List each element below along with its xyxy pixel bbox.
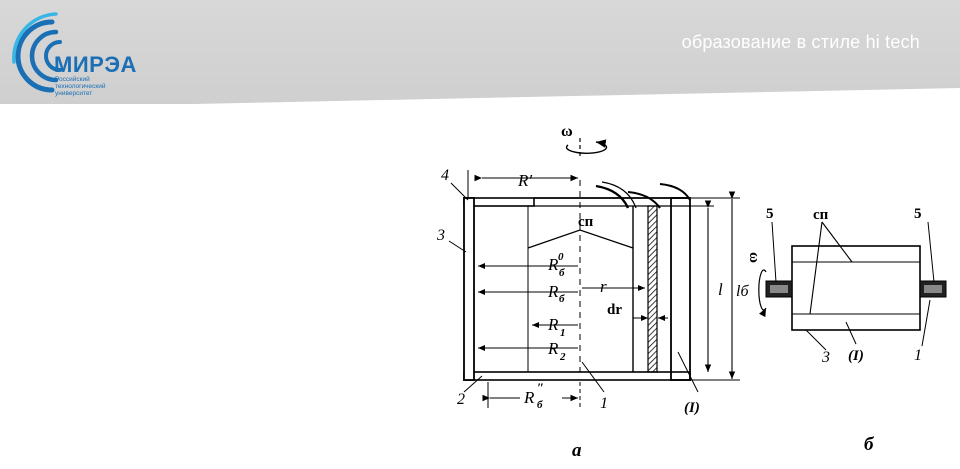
cp-label-b: сп — [813, 207, 829, 223]
omega-label-b: ω — [746, 252, 762, 263]
rb2-sup: ″ — [537, 380, 544, 395]
leader-phase-b — [845, 321, 857, 345]
cp-leader-1 — [821, 221, 853, 263]
dr-label: dr — [607, 302, 622, 318]
rotation-arrow-a — [565, 139, 608, 154]
leader-5-left — [771, 221, 777, 283]
bottom-plate — [463, 371, 691, 381]
cp-leader-2 — [809, 221, 823, 315]
r-b0-sup: 0 — [558, 251, 564, 263]
logo-arcs-icon — [12, 12, 62, 93]
r-label: r — [600, 277, 607, 296]
part-1-label-a: 1 — [600, 395, 608, 412]
logo-line-3: университет — [55, 90, 93, 97]
feed-pipe-2 — [601, 181, 637, 209]
filter-wall — [647, 205, 658, 373]
cp-label-a: сп — [578, 214, 594, 230]
caption-a: а — [572, 440, 582, 461]
shaft-right-core — [924, 285, 942, 293]
r1-label: R — [547, 315, 559, 334]
header-bar — [0, 0, 960, 104]
feed-pipe-1 — [595, 184, 630, 209]
logo-line-1: Российский — [55, 76, 90, 83]
r-b-label: R — [547, 282, 559, 301]
lb-label: lб — [736, 283, 749, 300]
leader-3b — [805, 329, 827, 351]
header-tagline: образование в стиле hi tech — [681, 32, 920, 52]
rb2-label: R — [523, 388, 535, 407]
logo-line-2: технологический — [55, 83, 106, 90]
rotor-body-b — [791, 245, 921, 331]
r-b-sub: б — [559, 293, 565, 305]
outer-wall-right — [670, 197, 691, 381]
part-5-right: 5 — [914, 206, 922, 222]
r1-sub: 1 — [560, 327, 566, 339]
phase-label-a: (I) — [684, 400, 700, 416]
rotation-arrow-b — [758, 269, 767, 318]
diagram-b: ω сп 5 5 3 (I) 1 б — [746, 206, 947, 455]
part-2-label: 2 — [457, 391, 465, 408]
leader-1b — [921, 299, 931, 347]
caption-b: б — [864, 434, 875, 455]
leader-3a — [448, 240, 467, 253]
part-5-left: 5 — [766, 206, 774, 222]
r-prime-label: R′ — [517, 171, 532, 190]
leader-5-right — [927, 221, 935, 283]
part-3-label-a: 3 — [436, 227, 445, 244]
leader-1a — [581, 361, 605, 393]
outer-wall-left — [463, 197, 475, 381]
r-b0-sub: б — [559, 267, 565, 279]
shaft-left-core — [770, 285, 788, 293]
omega-label-a: ω — [561, 123, 573, 140]
rb2-sub: б — [537, 399, 543, 411]
phase-label-b: (I) — [848, 348, 864, 364]
mirea-logo: МИРЭА Российский технологический универс… — [0, 0, 180, 104]
leader-phase-a — [677, 351, 699, 393]
rb2-label-bg — [520, 386, 562, 406]
part-1-label-b: 1 — [914, 347, 922, 364]
diagram-a: ω R′ сп R б 0 — [436, 123, 749, 461]
leader-4 — [450, 182, 469, 201]
r2-label: R — [547, 339, 559, 358]
r-b0-label: R — [547, 255, 559, 274]
part-3-label-b: 3 — [821, 349, 830, 366]
r2-sub: 2 — [559, 351, 566, 363]
l-label: l — [718, 280, 723, 299]
part-4-label: 4 — [441, 167, 449, 184]
leader-2 — [463, 375, 483, 393]
logo-wordmark: МИРЭА — [54, 52, 137, 77]
